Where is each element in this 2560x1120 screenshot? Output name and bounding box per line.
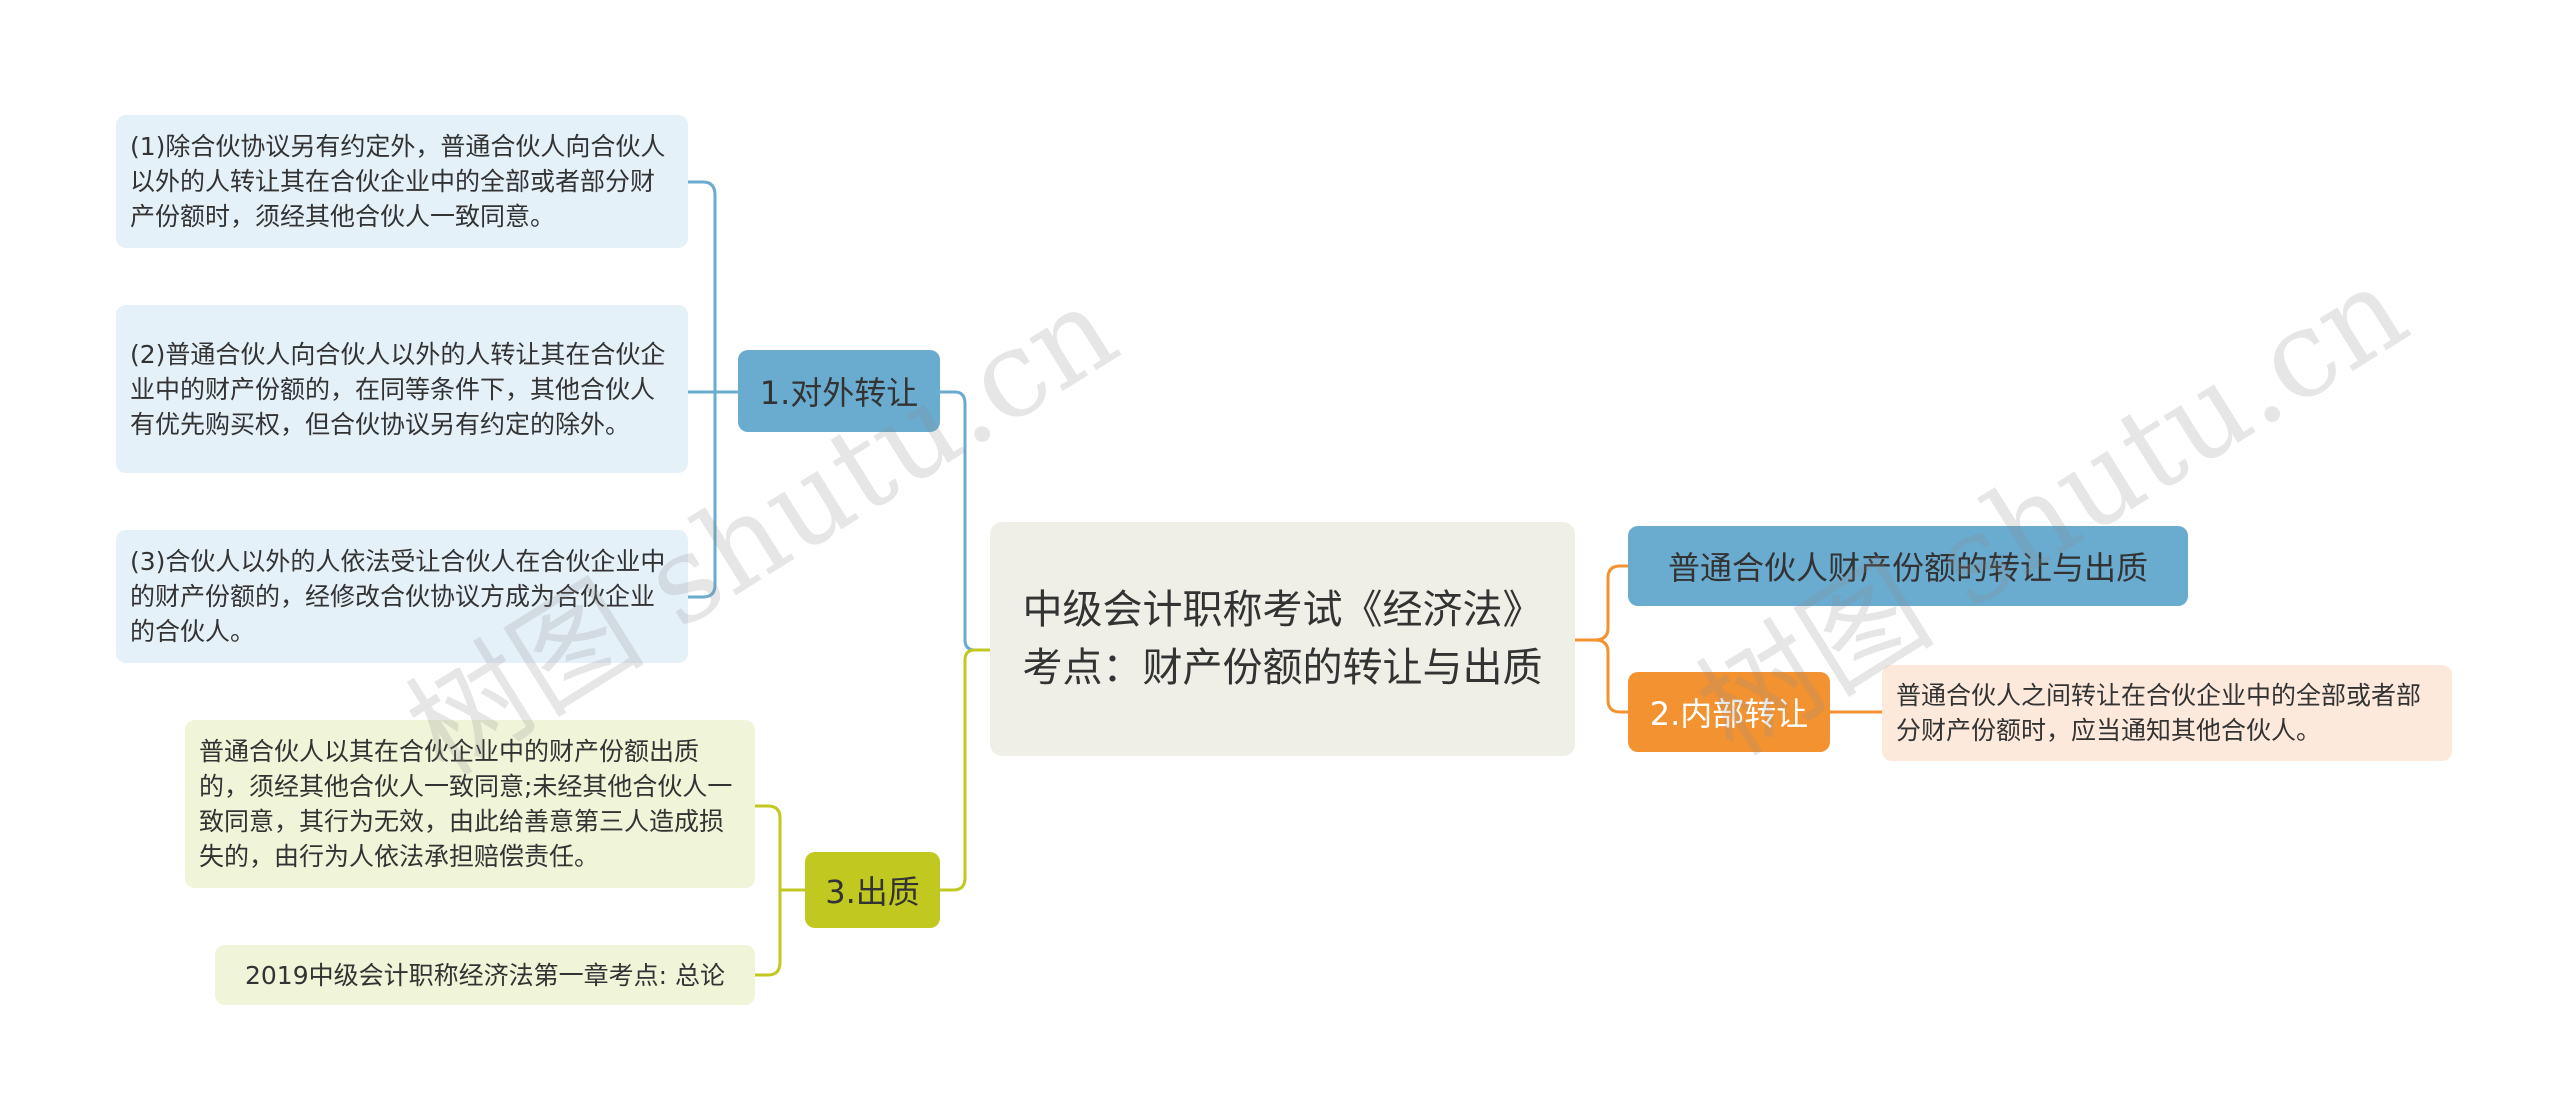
branch-pledge-label: 3.出质 <box>825 873 920 911</box>
branch-pledge[interactable]: 3.出质 <box>805 852 940 928</box>
branch-external-transfer[interactable]: 1.对外转让 <box>738 350 940 432</box>
external-item-2[interactable]: (2)普通合伙人向合伙人以外的人转让其在合伙企业中的财产份额的，在同等条件下，其… <box>116 305 688 473</box>
center-topic-text: 中级会计职称考试《经济法》考点：财产份额的转让与出质 <box>1022 587 1543 691</box>
connector-center-internal <box>1575 638 1628 714</box>
pledge-item-1[interactable]: 普通合伙人以其在合伙企业中的财产份额出质的，须经其他合伙人一致同意;未经其他合伙… <box>185 720 755 888</box>
center-topic-node[interactable]: 中级会计职称考试《经济法》考点：财产份额的转让与出质 <box>990 522 1575 756</box>
pledge-item-1-text: 普通合伙人以其在合伙企业中的财产份额出质的，须经其他合伙人一致同意;未经其他合伙… <box>199 737 733 871</box>
connector-external-item3 <box>688 392 717 599</box>
branch-topic-label: 普通合伙人财产份额的转让与出质 <box>1667 549 2148 587</box>
pledge-item-2-text: 2019中级会计职称经济法第一章考点: 总论 <box>245 960 725 990</box>
connector-center-external <box>940 390 990 652</box>
external-item-3[interactable]: (3)合伙人以外的人依法受让合伙人在合伙企业中的财产份额的，经修改合伙协议方成为… <box>116 530 688 663</box>
external-item-3-text: (3)合伙人以外的人依法受让合伙人在合伙企业中的财产份额的，经修改合伙协议方成为… <box>130 547 666 646</box>
branch-external-label: 1.对外转让 <box>759 374 919 412</box>
branch-internal-label: 2.内部转让 <box>1649 695 1809 733</box>
connector-external-item1 <box>688 180 717 392</box>
external-item-1-text: (1)除合伙协议另有约定外，普通合伙人向合伙人以外的人转让其在合伙企业中的全部或… <box>130 132 666 231</box>
internal-item-1-text: 普通合伙人之间转让在合伙企业中的全部或者部分财产份额时，应当通知其他合伙人。 <box>1896 681 2422 745</box>
internal-item-1[interactable]: 普通合伙人之间转让在合伙企业中的全部或者部分财产份额时，应当通知其他合伙人。 <box>1882 665 2452 761</box>
external-item-2-text: (2)普通合伙人向合伙人以外的人转让其在合伙企业中的财产份额的，在同等条件下，其… <box>130 339 666 439</box>
branch-topic[interactable]: 普通合伙人财产份额的转让与出质 <box>1628 526 2188 606</box>
connector-pledge-item1 <box>755 804 782 890</box>
connector-center-topic <box>1575 564 1628 642</box>
connector-pledge-item2 <box>755 890 782 977</box>
external-item-1[interactable]: (1)除合伙协议另有约定外，普通合伙人向合伙人以外的人转让其在合伙企业中的全部或… <box>116 115 688 248</box>
branch-internal-transfer[interactable]: 2.内部转让 <box>1628 672 1830 752</box>
connector-center-pledge <box>940 648 990 892</box>
pledge-item-2[interactable]: 2019中级会计职称经济法第一章考点: 总论 <box>215 945 755 1005</box>
